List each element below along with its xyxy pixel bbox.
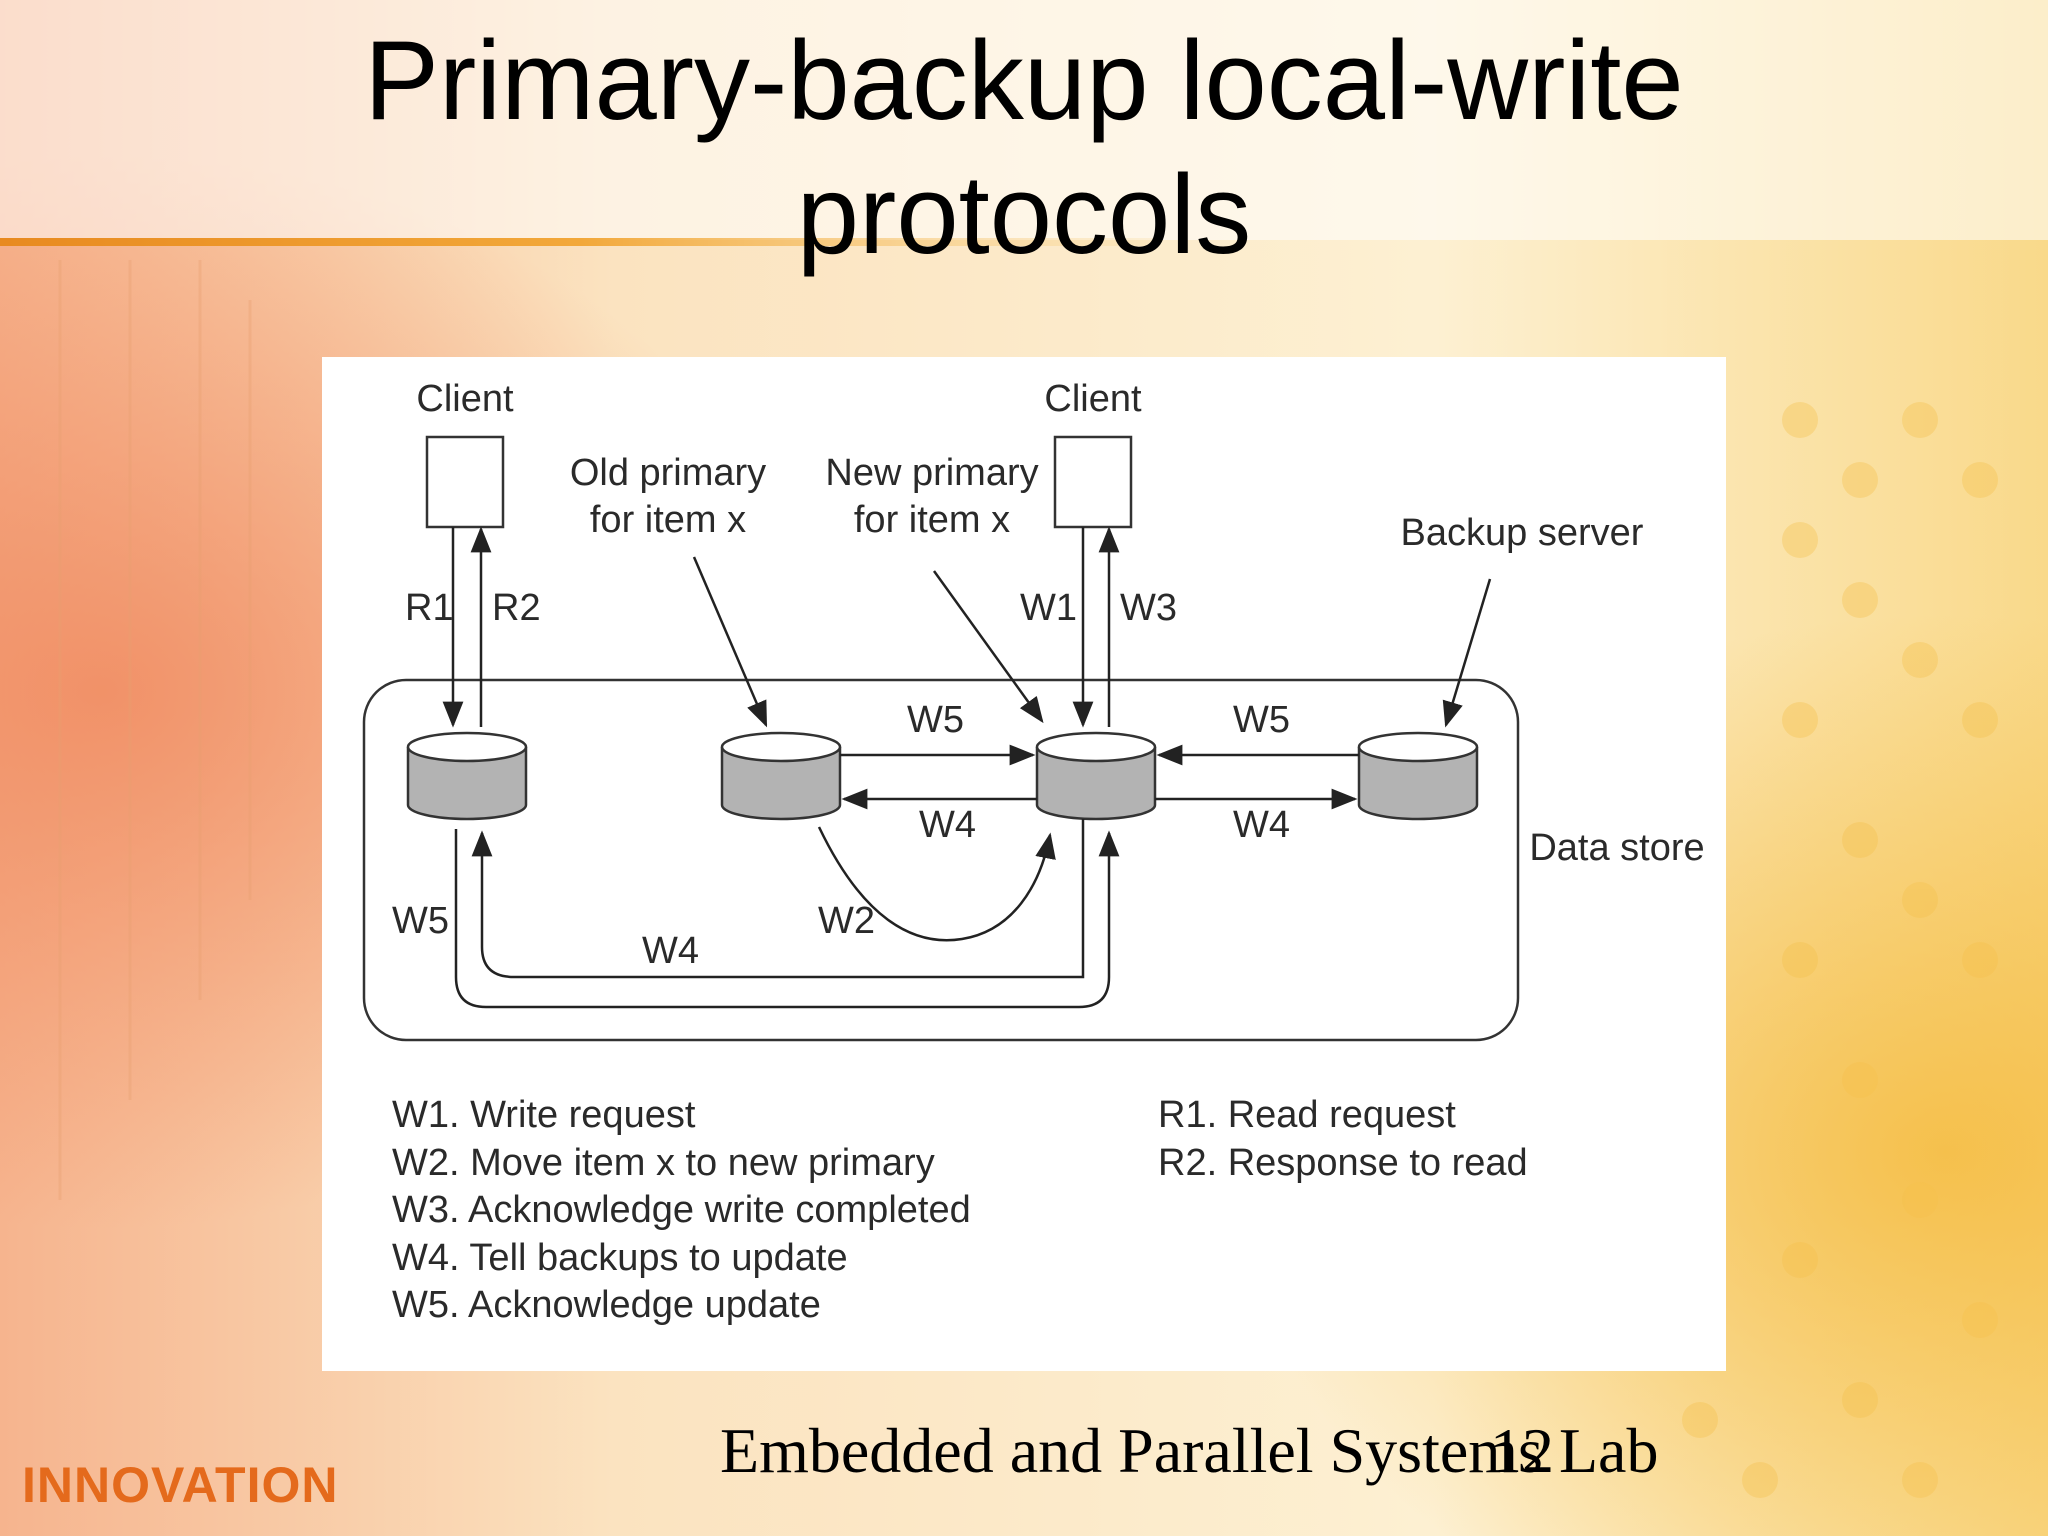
label-w1-top: W1 xyxy=(1020,587,1077,629)
label-w3-top: W3 xyxy=(1120,587,1177,629)
client-box-left xyxy=(425,435,505,529)
pointer-old-primary xyxy=(692,556,768,728)
client-label-left: Client xyxy=(416,378,514,420)
page-number: 12 xyxy=(1490,1415,1554,1486)
legend-item-w1: W1. Write request xyxy=(392,1094,696,1136)
pointer-backup-server xyxy=(1442,578,1492,728)
title-underline xyxy=(0,238,1160,246)
pointer-new-primary xyxy=(932,570,1044,724)
old-primary-label-line1: Old primary xyxy=(570,452,766,494)
arrow-w4-bottom xyxy=(471,819,1085,979)
slide-title-line1: Primary-backup local-write xyxy=(364,18,1684,143)
label-r2: R2 xyxy=(492,587,541,629)
label-w2: W2 xyxy=(818,900,875,942)
label-w4-mid: W4 xyxy=(919,804,976,846)
data-store-label: Data store xyxy=(1529,827,1704,869)
protocol-diagram: Client Client Old primary for item x New… xyxy=(362,378,1705,1042)
legend-item-r1: R1. Read request xyxy=(1158,1094,1456,1136)
legend-item-w4: W4. Tell backups to update xyxy=(392,1236,848,1279)
client-label-right: Client xyxy=(1044,378,1142,420)
new-primary-label-line1: New primary xyxy=(825,452,1038,494)
legend-item-w3: W3. Acknowledge write completed xyxy=(392,1189,971,1231)
new-primary-label-line2: for item x xyxy=(854,499,1010,541)
client-box-right xyxy=(1053,435,1133,529)
database-icon-old-primary xyxy=(720,731,842,821)
backup-server-label: Backup server xyxy=(1401,512,1644,554)
legend-item-r2: R2. Response to read xyxy=(1158,1141,1528,1184)
footer-lab-name: Embedded and Parallel Systems Lab xyxy=(720,1415,1659,1486)
legend-item-w5: W5. Acknowledge update xyxy=(392,1284,821,1326)
label-w4-bottom: W4 xyxy=(642,930,699,972)
database-icon-backup xyxy=(1357,731,1479,821)
read-legend: R1. Read request R2. Response to read xyxy=(1158,1092,1528,1187)
legend-item-w2: W2. Move item x to new primary xyxy=(392,1141,935,1184)
label-w5-mid: W5 xyxy=(907,699,964,741)
write-legend: W1. Write request W2. Move item x to new… xyxy=(392,1092,971,1330)
database-icon-left xyxy=(406,731,528,821)
brand-logo-text: INNOVATION xyxy=(22,1457,339,1513)
data-store-boundary xyxy=(362,678,1520,1042)
database-icon-new-primary xyxy=(1035,731,1157,821)
diagram-panel: Client Client Old primary for item x New… xyxy=(322,357,1726,1371)
slide-title-line2: protocols xyxy=(796,152,1252,277)
label-r1: R1 xyxy=(405,587,454,629)
arrow-w2 xyxy=(817,826,1056,942)
label-w5-left: W5 xyxy=(392,900,449,942)
label-w4-right: W4 xyxy=(1233,804,1290,846)
old-primary-label-line2: for item x xyxy=(590,499,746,541)
label-w5-right: W5 xyxy=(1233,699,1290,741)
arrow-w5-left xyxy=(454,829,1120,1009)
